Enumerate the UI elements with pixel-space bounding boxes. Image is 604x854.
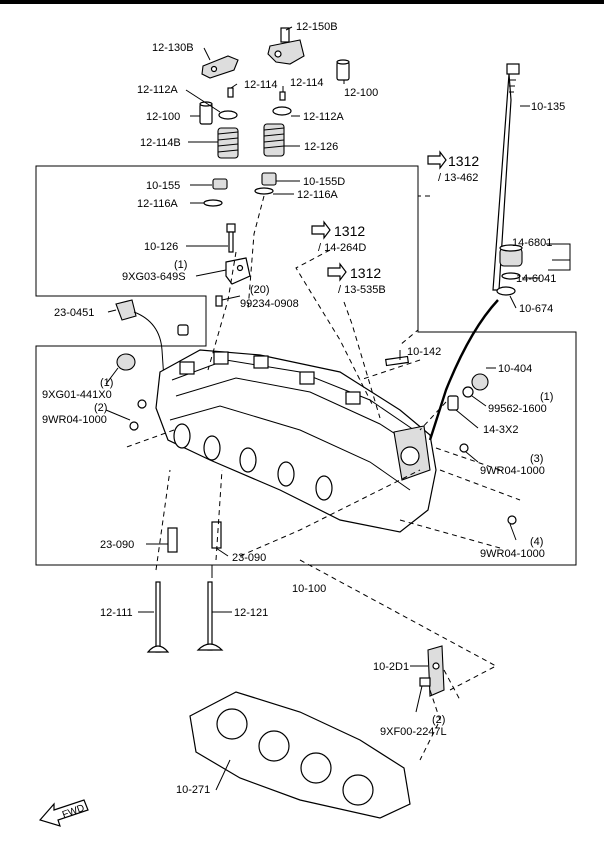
label-12-114-a[interactable]: 12-114 xyxy=(244,79,277,91)
label-10-135[interactable]: 10-135 xyxy=(531,101,565,113)
part-labels: 12-150B 12-130B 12-114 12-114 12-100 12-… xyxy=(42,21,565,796)
label-12-100-right[interactable]: 12-100 xyxy=(344,87,378,99)
seal-10-155D xyxy=(261,172,277,186)
qty-99562: (1) xyxy=(540,391,553,403)
ref-number: 1312 xyxy=(334,223,365,239)
ref-1312-13-462[interactable]: 1312 / 13-462 xyxy=(427,150,479,184)
label-10-155[interactable]: 10-155 xyxy=(146,180,180,192)
label-10-155D[interactable]: 10-155D xyxy=(303,176,345,188)
label-23-090-left[interactable]: 23-090 xyxy=(100,539,134,551)
ref-subnumber: / 13-462 xyxy=(438,172,478,184)
label-12-112A-right[interactable]: 12-112A xyxy=(303,111,344,123)
ref-subnumber: / 14-264D xyxy=(318,242,366,254)
label-12-100-left[interactable]: 12-100 xyxy=(146,111,180,123)
label-12-121[interactable]: 12-121 xyxy=(234,607,268,619)
ref-1312-14-264D[interactable]: 1312 / 14-264D xyxy=(311,220,366,254)
label-10-142[interactable]: 10-142 xyxy=(407,346,441,358)
label-23-090-right[interactable]: 23-090 xyxy=(232,552,266,564)
bolt-10-126 xyxy=(226,223,236,253)
plug-10-404 xyxy=(471,373,489,391)
label-9WR04-1000-c[interactable]: 9WR04-1000 xyxy=(480,548,545,560)
qty-9XF00: (2) xyxy=(432,714,445,726)
dowel-10-142 xyxy=(385,355,409,367)
label-9XF00-2247L[interactable]: 9XF00-2247L xyxy=(380,726,447,738)
label-10-674[interactable]: 10-674 xyxy=(519,303,553,315)
label-12-130B[interactable]: 12-130B xyxy=(152,42,194,54)
label-12-114-b[interactable]: 12-114 xyxy=(290,77,323,89)
plug-99234 xyxy=(215,295,223,307)
label-23-0451[interactable]: 23-0451 xyxy=(54,307,94,319)
label-99234-0908[interactable]: 99234-0908 xyxy=(240,298,299,310)
label-10-404[interactable]: 10-404 xyxy=(498,363,532,375)
dashed-lines xyxy=(123,195,521,761)
fitting-14-3X2 xyxy=(447,395,459,411)
spring-seat-12-112A xyxy=(218,106,292,120)
label-9WR04-1000-a[interactable]: 9WR04-1000 xyxy=(42,414,107,426)
reference-arrow-icon xyxy=(327,262,347,282)
label-99562-1600[interactable]: 99562-1600 xyxy=(488,403,547,415)
bracket-10-2D1 xyxy=(419,645,445,697)
label-12-114B[interactable]: 12-114B xyxy=(140,137,181,149)
head-gasket-10-271 xyxy=(189,691,411,819)
gasket-99562 xyxy=(462,386,474,398)
top-rule xyxy=(0,0,604,4)
label-10-100[interactable]: 10-100 xyxy=(292,583,326,595)
hose-line xyxy=(428,299,499,441)
label-12-126[interactable]: 12-126 xyxy=(304,141,338,153)
ref-number: 1312 xyxy=(350,265,381,281)
valve-spring-12-114B xyxy=(217,127,239,159)
label-9XG01-441X0[interactable]: 9XG01-441X0 xyxy=(42,389,112,401)
cap-10-155D-lower xyxy=(177,324,189,336)
qty-99234: (20) xyxy=(250,284,270,296)
plug-9XG01 xyxy=(116,353,136,371)
label-14-6801[interactable]: 14-6801 xyxy=(512,237,552,249)
valve-12-121 xyxy=(196,581,224,651)
label-9XG03-649S[interactable]: 9XG03-649S xyxy=(122,271,186,283)
thermostat-14-6801 xyxy=(499,244,523,267)
qty-9XG03: (1) xyxy=(174,259,187,271)
o-ring-10-674 xyxy=(496,286,516,296)
lash-adjuster-12-100-left xyxy=(199,101,213,125)
rocker-arm-12-150B xyxy=(267,27,305,65)
sensor-23-0451 xyxy=(115,299,165,381)
qty-9WR04-a: (2) xyxy=(94,402,107,414)
label-9WR04-1000-b[interactable]: 9WR04-1000 xyxy=(480,465,545,477)
valve-guide-23-090 xyxy=(167,521,222,553)
fwd-text: FWD xyxy=(61,803,86,821)
seal-10-155 xyxy=(212,178,228,190)
label-14-6041[interactable]: 14-6041 xyxy=(516,273,556,285)
label-10-271[interactable]: 10-271 xyxy=(176,784,210,796)
leader-lines xyxy=(105,26,571,791)
label-10-2D1[interactable]: 10-2D1 xyxy=(373,661,409,673)
ref-1312-13-535B[interactable]: 1312 / 13-535B xyxy=(327,262,386,296)
qty-9XG01: (1) xyxy=(100,377,113,389)
label-12-111[interactable]: 12-111 xyxy=(100,607,133,619)
ref-subnumber: / 13-535B xyxy=(338,284,386,296)
valve-spring-12-126 xyxy=(263,123,285,157)
qty-9WR04-b: (3) xyxy=(530,453,543,465)
lash-adjuster-12-100-right xyxy=(336,59,350,81)
bolt-9WR04-left xyxy=(129,399,147,431)
rocker-arm-12-130B xyxy=(201,55,239,79)
label-12-116A-right[interactable]: 12-116A xyxy=(297,189,338,201)
washer-12-116A xyxy=(203,187,274,207)
ref-number: 1312 xyxy=(448,153,479,169)
reference-arrow-icon xyxy=(427,150,447,170)
label-12-150B[interactable]: 12-150B xyxy=(296,21,338,33)
bracket-9XG03 xyxy=(225,257,251,285)
gasket-14-6041 xyxy=(501,272,521,280)
label-12-116A-left[interactable]: 12-116A xyxy=(137,198,178,210)
bolt-9WR04-right xyxy=(459,443,517,525)
valve-12-111 xyxy=(146,581,170,653)
qty-9WR04-c: (4) xyxy=(530,536,543,548)
fwd-arrow-icon: FWD xyxy=(38,799,89,827)
cylinder-head-10-100 xyxy=(155,349,437,533)
label-12-112A-left[interactable]: 12-112A xyxy=(137,84,178,96)
label-10-126[interactable]: 10-126 xyxy=(144,241,178,253)
reference-arrow-icon xyxy=(311,220,331,240)
label-14-3X2[interactable]: 14-3X2 xyxy=(483,424,518,436)
